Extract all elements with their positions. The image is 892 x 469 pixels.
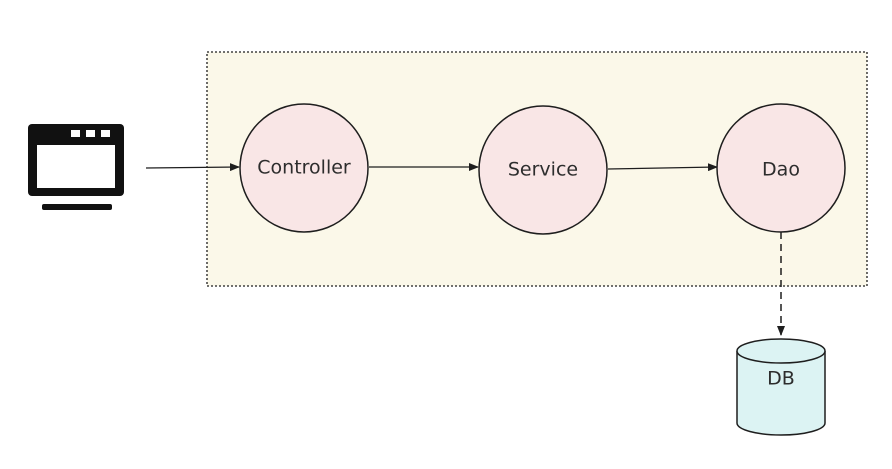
db-label: DB	[767, 368, 795, 390]
service-node[interactable]: Service	[478, 105, 608, 235]
controller-label: Controller	[257, 157, 351, 179]
edge-service-to-dao	[607, 163, 718, 172]
service-label: Service	[508, 159, 578, 181]
db-node[interactable]: DB	[736, 338, 826, 436]
edge-browser-to-controller	[145, 163, 240, 172]
browser-window-icon	[28, 124, 124, 210]
dao-label: Dao	[762, 159, 800, 181]
dao-node[interactable]: Dao	[716, 103, 846, 233]
controller-node[interactable]: Controller	[239, 103, 369, 233]
